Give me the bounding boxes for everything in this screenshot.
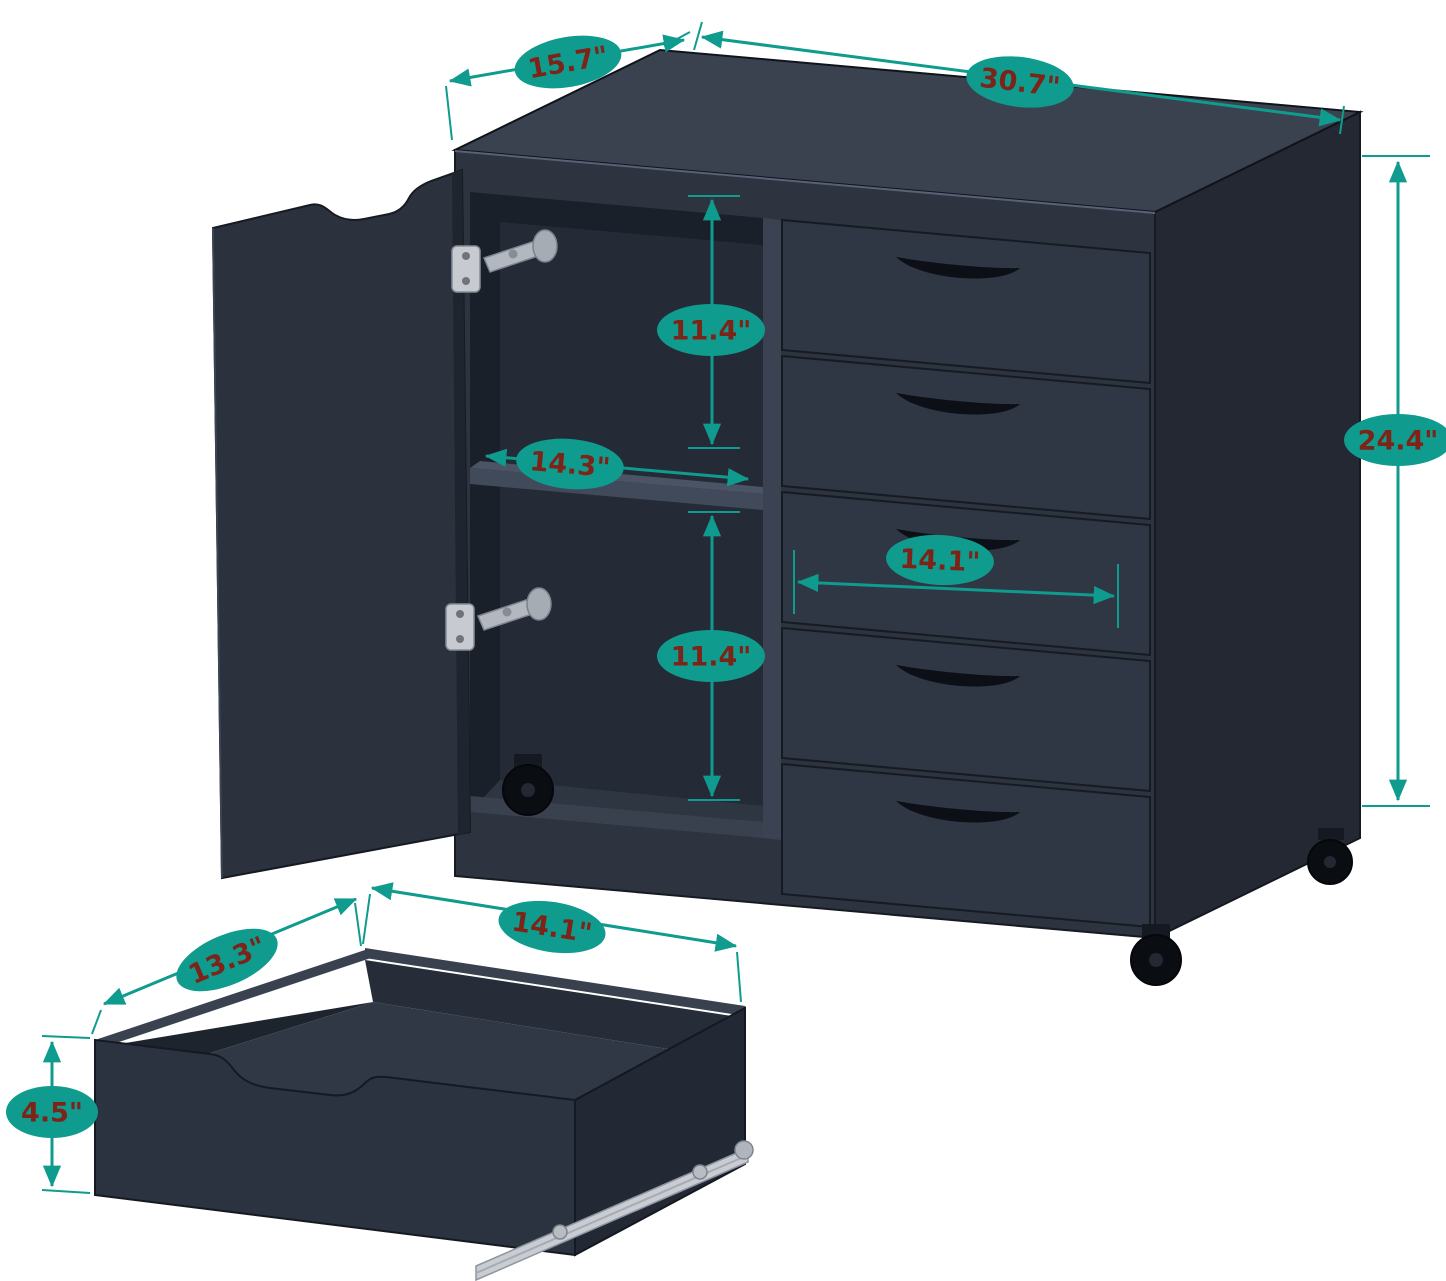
label-ellipse <box>516 438 624 490</box>
cabinet-door-open <box>211 168 472 880</box>
drawer-handle-cutout <box>896 801 1020 823</box>
dim-label-drawer-front-width: 14.1" <box>886 534 994 586</box>
caster-hub <box>1324 856 1336 868</box>
caster-front-right <box>1130 924 1182 986</box>
door-panel <box>211 168 472 880</box>
drawer-handle-cutout <box>896 393 1020 415</box>
caster-mount <box>514 754 542 768</box>
dim-label-lower-compartment: 11.4" <box>657 630 765 682</box>
drawer-handle-cutout <box>896 257 1020 279</box>
extension-line <box>41 1189 91 1194</box>
dim-label-upper-compartment: 11.4" <box>657 304 765 356</box>
extension-line <box>1339 105 1345 135</box>
cabinet-right-side-face <box>1154 110 1361 940</box>
label-ellipse <box>657 304 765 356</box>
label-ellipse <box>966 56 1074 108</box>
extension-line <box>362 893 371 945</box>
drawer-stack <box>781 218 1151 929</box>
drawer-inner-back-wall <box>365 960 745 1060</box>
label-ellipse <box>657 630 765 682</box>
open-compartment <box>470 192 781 840</box>
dim-label-overall-height: 24.4" <box>1344 414 1446 466</box>
detached-drawer <box>94 948 754 1281</box>
dim-label-shelf-width: 14.3" <box>516 438 624 490</box>
label-text: 14.3" <box>528 446 611 484</box>
label-text: 14.1" <box>899 544 981 578</box>
cabinet <box>211 48 1364 986</box>
extension-line <box>736 951 742 1003</box>
rail-end-bracket <box>734 1140 754 1160</box>
dimension-labels: 15.7" 30.7" 24.4" 11.4" 14.3" 14.1" 11.4… <box>6 35 1446 1138</box>
drawer-front <box>781 354 1151 521</box>
label-ellipse <box>176 928 278 992</box>
label-text: 24.4" <box>1358 426 1439 457</box>
door-edge-highlight <box>212 227 223 879</box>
dim-line-drawer-front-width <box>796 573 1116 605</box>
extension-line <box>91 1009 102 1035</box>
label-text: 11.4" <box>671 316 752 347</box>
dim-label-drawer-height: 4.5" <box>6 1086 98 1138</box>
center-divider-edge <box>763 218 781 840</box>
dim-label-top-width: 30.7" <box>966 56 1074 108</box>
caster-front-left <box>502 754 554 816</box>
caster-hub <box>521 783 535 797</box>
caster-hub <box>1149 953 1163 967</box>
caster-mount <box>1318 828 1344 840</box>
rail-screw <box>692 1164 708 1180</box>
drawer-back-rim <box>365 948 745 1016</box>
drawer-front-panel <box>94 1038 576 1257</box>
drawer-front <box>781 218 1151 385</box>
caster-back-right <box>1307 828 1353 885</box>
drawer-handle-cutout <box>896 665 1020 687</box>
dim-label-top-depth: 15.7" <box>514 35 622 89</box>
extension-line <box>693 21 703 51</box>
extension-line <box>354 902 362 947</box>
caster-mount <box>1142 924 1170 938</box>
label-ellipse <box>886 534 994 586</box>
label-ellipse <box>6 1086 98 1138</box>
dim-label-drawer-width: 14.1" <box>498 900 606 954</box>
label-ellipse <box>514 35 622 89</box>
label-text: 11.4" <box>671 642 752 673</box>
drawer-front <box>781 626 1151 793</box>
extension-line <box>41 1035 91 1039</box>
label-text: 4.5" <box>21 1098 83 1129</box>
top-front-edge-highlight <box>454 150 1156 214</box>
label-ellipse <box>1344 414 1446 466</box>
extension-line <box>445 85 453 141</box>
rail-screw <box>552 1224 568 1240</box>
label-ellipse <box>498 900 606 954</box>
door-edge-shade <box>452 170 470 835</box>
